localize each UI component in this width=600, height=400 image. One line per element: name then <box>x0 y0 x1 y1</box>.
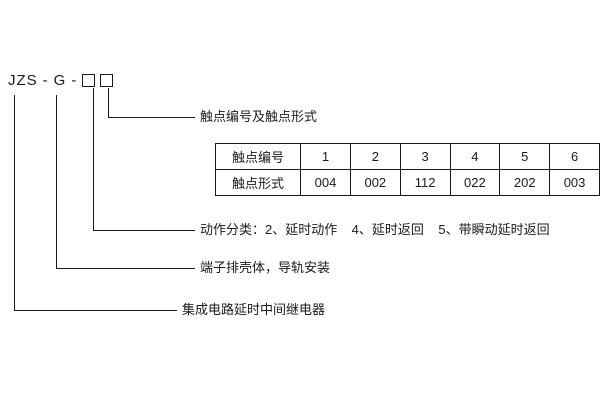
callout-label-action: 动作分类：2、延时动作 4、延时返回 5、带瞬动延时返回 <box>200 222 550 237</box>
table-row-label-forms: 触点形式 <box>214 169 302 196</box>
model-letter-g: G <box>53 72 67 89</box>
table-cell-number: 4 <box>449 143 501 170</box>
callout-line-relay-vertical <box>14 95 15 310</box>
table-cell-form: 002 <box>349 169 401 196</box>
callout-label-terminal: 端子排壳体，导轨安装 <box>200 260 331 275</box>
table-cell-number: 5 <box>499 143 551 170</box>
table-cell-form: 004 <box>300 169 351 196</box>
callout-line-terminal-horizontal <box>56 268 195 269</box>
contact-table: 触点编号 1 2 3 4 5 6 触点形式 004 002 112 022 20… <box>214 143 600 196</box>
callout-line-contact-vertical <box>108 88 109 117</box>
table-row-label-numbers: 触点编号 <box>214 143 302 170</box>
model-dash-2: - <box>71 72 78 89</box>
callout-line-terminal-vertical <box>56 95 57 268</box>
model-designation: JZS - G - <box>8 72 114 89</box>
table-row-numbers: 触点编号 1 2 3 4 5 6 <box>214 143 600 170</box>
table-cell-number: 2 <box>349 143 401 170</box>
callout-line-action-vertical <box>93 88 94 230</box>
table-cell-form: 003 <box>549 169 600 196</box>
table-cell-form: 022 <box>449 169 501 196</box>
table-cell-number: 1 <box>300 143 351 170</box>
table-row-forms: 触点形式 004 002 112 022 202 003 <box>214 169 600 196</box>
table-cell-form: 112 <box>399 169 451 196</box>
table-cell-form: 202 <box>499 169 551 196</box>
model-dash-1: - <box>42 72 49 89</box>
model-placeholder-box-1 <box>82 74 96 87</box>
model-placeholder-box-2 <box>100 74 114 87</box>
callout-line-relay-horizontal <box>14 310 177 311</box>
model-prefix-jzs: JZS <box>8 72 38 89</box>
callout-line-contact-horizontal <box>108 117 195 118</box>
table-cell-number: 6 <box>549 143 600 170</box>
callout-line-action-horizontal <box>93 230 195 231</box>
table-cell-number: 3 <box>399 143 451 170</box>
callout-label-relay: 集成电路延时中间继电器 <box>182 302 326 317</box>
callout-label-contact: 触点编号及触点形式 <box>200 109 318 124</box>
